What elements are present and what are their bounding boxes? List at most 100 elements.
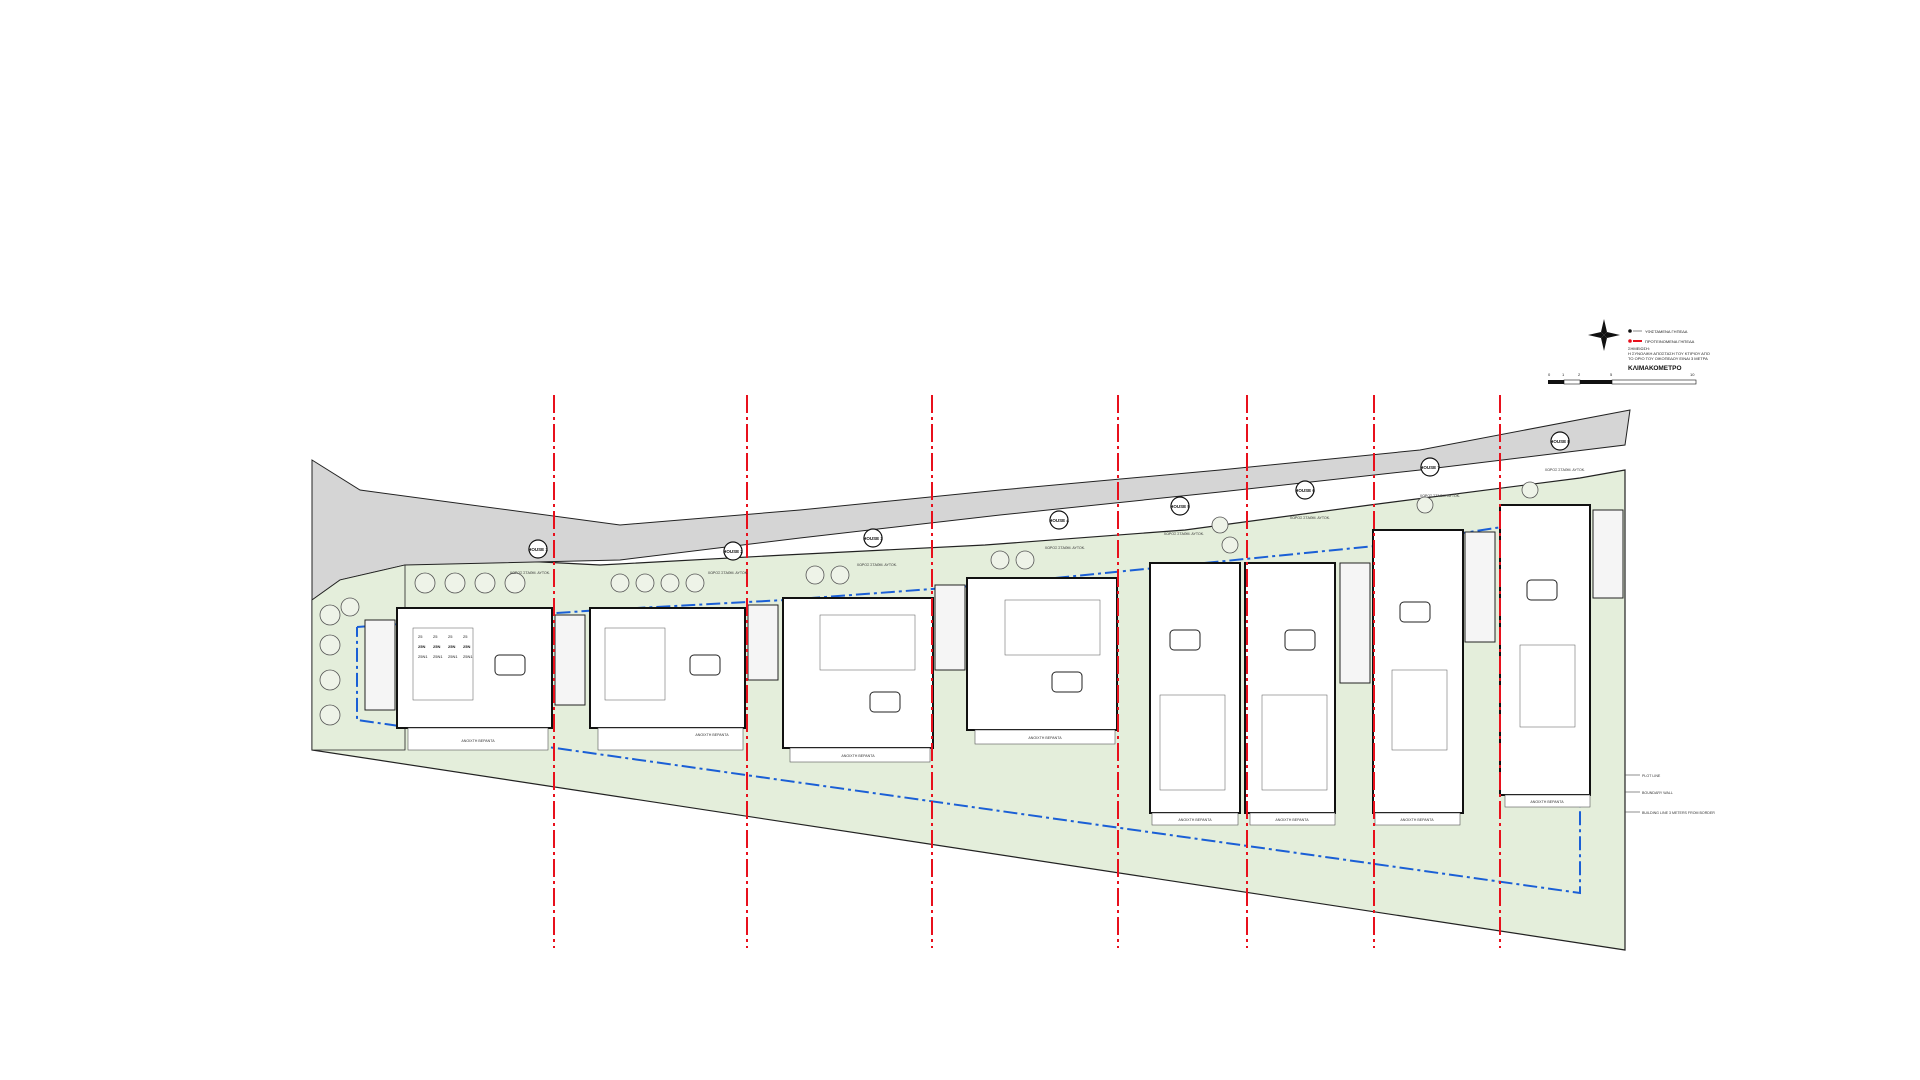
terrace-label: ΑΝΟΙΧΤΗ ΒΕΡΑΝΤΑ [1178, 818, 1212, 822]
house-badge-5: HOUSE 5 [1170, 496, 1190, 516]
house-6-panels [1261, 694, 1328, 791]
house-8-car [1526, 579, 1558, 601]
panel-cell: 25Ν [448, 644, 455, 649]
legend-note-line: Η ΣΥΝΟΛΙΚΗ ΑΠΟΣΤΑΣΗ ΤΟΥ ΚΤΙΡΙΟΥ ΑΠΟ [1628, 351, 1710, 356]
tree-icon [319, 669, 341, 691]
house-5-panels [1159, 694, 1226, 791]
tree-icon [610, 573, 630, 593]
scale-tick: 0 [1548, 372, 1551, 377]
house-badge-label: HOUSE 7 [1420, 465, 1440, 470]
terrace-label: ΑΝΟΙΧΤΗ ΒΕΡΑΝΤΑ [1530, 800, 1564, 804]
north-arrow-icon [1588, 319, 1620, 351]
parking-label: ΧΩΡΟΣ ΣΤΑΘΜ. ΑΥΤΟΚ. [1164, 532, 1204, 536]
house-badge-label: HOUSE 4 [1049, 518, 1069, 523]
scale-bar [1548, 379, 1697, 385]
tree-icon [1416, 496, 1434, 514]
house-badge-circle [1295, 480, 1315, 500]
terrace-label: ΑΝΟΙΧΤΗ ΒΕΡΑΝΤΑ [841, 754, 875, 758]
legend: ΥΦΙΣΤΑΜΕΝΑ ΓΗΠΕΔΑ ΠΡΟΤΕΙΝΟΜΕΝΑ ΓΗΠΕΔΑ ΣΗ… [1548, 319, 1710, 385]
scale-tick: 1 [1562, 372, 1565, 377]
panel-cell: 25 [418, 634, 423, 639]
parking-label: ΧΩΡΟΣ ΣΤΑΘΜ. ΑΥΤΟΚ. [1545, 468, 1585, 472]
panel-grid-labels: 25 25 25 25 25Ν 25Ν 25Ν 25Ν 25Ν1 25Ν1 25… [418, 634, 473, 659]
house-badge-circle [723, 541, 743, 561]
tree-icon [1521, 481, 1539, 499]
annex-block [1592, 509, 1624, 599]
scale-bar-title: ΚΛΙΜΑΚΟΜΕΤΡΟ [1628, 365, 1682, 372]
parking-labels: ΧΩΡΟΣ ΣΤΑΘΜ. ΑΥΤΟΚ. ΧΩΡΟΣ ΣΤΑΘΜ. ΑΥΤΟΚ. … [510, 468, 1585, 575]
annex-blocks [364, 509, 1624, 711]
house-badge-label: HOUSE 6 [1295, 488, 1315, 493]
legend-existing: ΥΦΙΣΤΑΜΕΝΑ ΓΗΠΕΔΑ [1645, 329, 1688, 334]
annex-block [554, 614, 586, 706]
house-2-panels [604, 627, 666, 701]
legend-proposed: ΠΡΟΤΕΙΝΟΜΕΝΑ ΓΗΠΕΔΑ [1645, 339, 1695, 344]
house-7 [1372, 529, 1464, 826]
panel-cell: 25Ν1 [448, 654, 458, 659]
parking-label: ΧΩΡΟΣ ΣΤΑΘΜ. ΑΥΤΟΚ. [1420, 494, 1460, 498]
house-badge-circle [1550, 431, 1570, 451]
annex-block [747, 604, 779, 681]
tree-icon [414, 572, 436, 594]
house-badge-8: HOUSE 8 [1550, 431, 1570, 451]
house-badge-6: HOUSE 6 [1295, 480, 1315, 500]
tree-icon [319, 604, 341, 626]
house-badge-label: HOUSE 2 [723, 549, 743, 554]
terrace-label: ΑΝΟΙΧΤΗ ΒΕΡΑΝΤΑ [1400, 818, 1434, 822]
terrace-label: ΑΝΟΙΧΤΗ ΒΕΡΑΝΤΑ [1028, 736, 1062, 740]
terrace-labels: ΑΝΟΙΧΤΗ ΒΕΡΑΝΤΑ ΑΝΟΙΧΤΗ ΒΕΡΑΝΤΑ ΑΝΟΙΧΤΗ … [461, 733, 1564, 822]
house-1 [396, 607, 553, 751]
house-badge-circle [528, 539, 548, 559]
house-4-panels [1004, 599, 1101, 656]
houses [396, 504, 1591, 826]
note-plot-line: PLOT LINE [1642, 774, 1661, 778]
panel-cell: 25Ν [418, 644, 425, 649]
panel-cell: 25Ν1 [463, 654, 473, 659]
note-building-line: BUILDING LINE 3 METERS FROM BORDER [1642, 811, 1715, 815]
scale-tick: 10 [1690, 372, 1695, 377]
tree-icon [444, 572, 466, 594]
house-badge-circle [863, 528, 883, 548]
parking-label: ΧΩΡΟΣ ΣΤΑΘΜ. ΑΥΤΟΚ. [857, 563, 897, 567]
house-2-car [689, 654, 721, 676]
panel-cell: 25 [463, 634, 468, 639]
legend-note-title: ΣΗΜΕΙΩΣΗ: [1628, 346, 1650, 351]
house-badge-circle [1049, 510, 1069, 530]
house-5-terrace [1151, 812, 1239, 826]
parking-label: ΧΩΡΟΣ ΣΤΑΘΜ. ΑΥΤΟΚ. [1290, 516, 1330, 520]
house-badge-label: HOUSE 8 [1550, 439, 1570, 444]
tree-icon [1211, 516, 1229, 534]
house-badge-label: HOUSE 3 [863, 536, 883, 541]
tree-icon [1015, 550, 1035, 570]
parking-label: ΧΩΡΟΣ ΣΤΑΘΜ. ΑΥΤΟΚ. [708, 571, 748, 575]
house-1-panels [412, 627, 474, 701]
terrace-label: ΑΝΟΙΧΤΗ ΒΕΡΑΝΤΑ [461, 739, 495, 743]
house-badge-7: HOUSE 7 [1420, 457, 1440, 477]
house-6 [1244, 562, 1336, 826]
terrace-label: ΑΝΟΙΧΤΗ ΒΕΡΑΝΤΑ [1275, 818, 1309, 822]
house-badge-label: HOUSE 5 [1170, 504, 1190, 509]
house-badge-label: HOUSE 1 [528, 547, 548, 552]
tree-icon [830, 565, 850, 585]
annex-block [1339, 562, 1371, 684]
panel-cell: 25Ν [433, 644, 440, 649]
setback-line [356, 513, 1581, 895]
house-2-terrace [597, 727, 744, 751]
scale-tick: 2 [1578, 372, 1581, 377]
house-8 [1499, 504, 1591, 808]
house-3-terrace [789, 747, 931, 763]
note-boundary-wall: BOUNDARY WALL [1642, 791, 1673, 795]
annex-block [934, 584, 966, 671]
boundary-lines [553, 395, 1501, 948]
tree-icon [660, 573, 680, 593]
house-1-terrace [407, 727, 549, 751]
house-4 [966, 577, 1118, 745]
annex-block [364, 619, 396, 711]
house-5-car [1169, 629, 1201, 651]
tree-icon [319, 704, 341, 726]
house-6-terrace [1249, 812, 1336, 826]
panel-cell: 25Ν [463, 644, 470, 649]
house-7-car [1399, 601, 1431, 623]
house-badge-3: HOUSE 3 [863, 528, 883, 548]
